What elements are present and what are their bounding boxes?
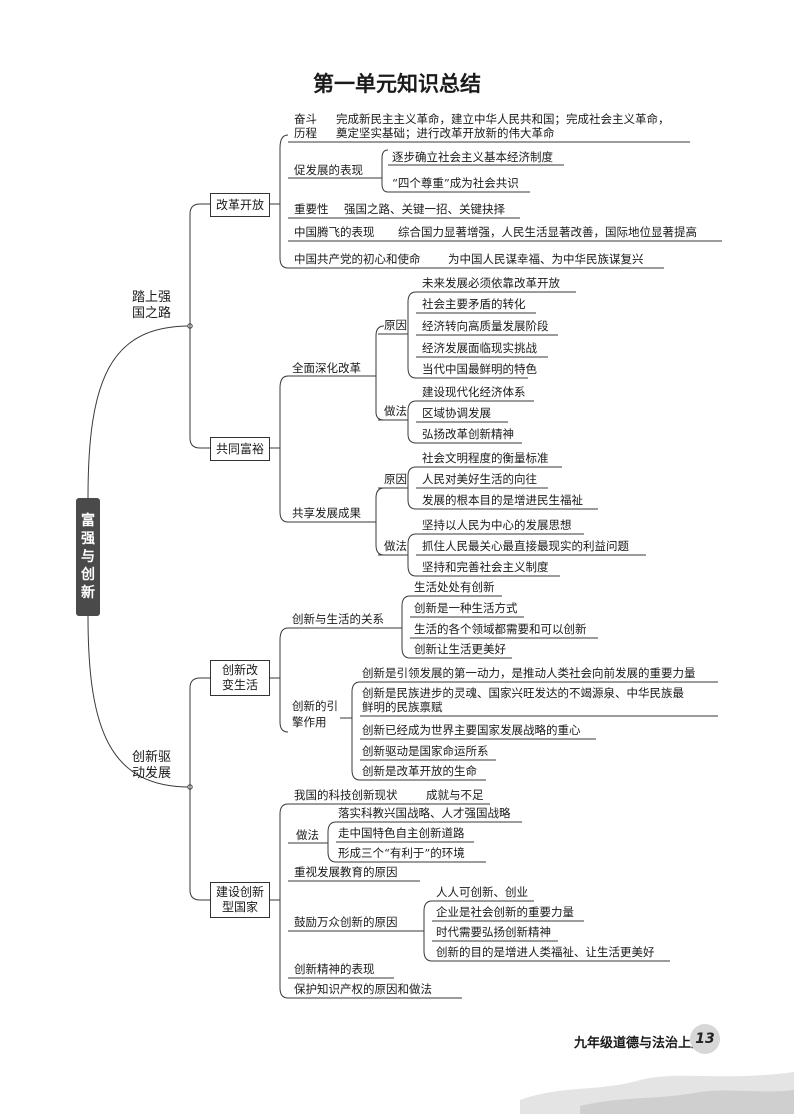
- list-item: 创新驱动是国家命运所系: [362, 744, 489, 758]
- list-item: 创新让生活更美好: [414, 642, 506, 656]
- list-item: 经济转向高质量发展阶段: [422, 319, 549, 333]
- list-item: 创新是引领发展的第一动力，是推动人类社会向前发展的重要力量: [362, 666, 696, 680]
- list-item: 建设现代化经济体系: [422, 385, 526, 399]
- list-item: 社会文明程度的衡量标准: [422, 451, 549, 465]
- list-item: 创新是民族进步的灵魂、国家兴旺发达的不竭源泉、中华民族最鲜明的民族禀赋: [362, 686, 684, 714]
- nation-method-label: 做法: [296, 828, 319, 842]
- branch-innovation-drive: 创新驱动发展: [132, 750, 172, 781]
- dev-item: 逐步确立社会主义基本经济制度: [392, 150, 553, 164]
- list-item: 当代中国最鲜明的特色: [422, 362, 537, 376]
- list-item: 生活的各个领域都需要和可以创新: [414, 622, 587, 636]
- list-item: 人民对美好生活的向往: [422, 472, 537, 486]
- importance-label: 重要性: [294, 202, 329, 216]
- party-text: 为中国人民谋幸福、为中华民族谋复兴: [448, 252, 644, 266]
- list-item: 坚持和完善社会主义制度: [422, 560, 549, 574]
- tech-status-text: 成就与不足: [426, 788, 484, 802]
- share-method-label: 做法: [384, 539, 407, 553]
- list-item: 形成三个“有利于”的环境: [338, 846, 465, 860]
- list-item: 人人可创新、创业: [436, 885, 528, 899]
- list-item: 经济发展面临现实挑战: [422, 341, 537, 355]
- node-innovative-nation: 建设创新型国家: [210, 882, 270, 918]
- education-reason: 重视发展教育的原因: [294, 865, 398, 879]
- rise-label: 中国腾飞的表现: [294, 225, 375, 239]
- dev-item: “四个尊重”成为社会共识: [392, 176, 519, 190]
- list-item: 生活处处有创新: [414, 580, 495, 594]
- list-item: 抓住人民最关心最直接最现实的利益问题: [422, 539, 629, 553]
- page-number: 13: [690, 1024, 720, 1054]
- list-item: 社会主要矛盾的转化: [422, 297, 526, 311]
- history-label: 奋斗历程: [294, 112, 317, 140]
- list-item: 企业是社会创新的重要力量: [436, 905, 574, 919]
- list-item: 时代需要弘扬创新精神: [436, 925, 551, 939]
- deepen-reform-label: 全面深化改革: [292, 361, 361, 375]
- list-item: 发展的根本目的是增进民生福祉: [422, 493, 583, 507]
- list-item: 区域协调发展: [422, 406, 491, 420]
- encourage-label: 鼓励万众创新的原因: [294, 915, 398, 929]
- importance-text: 强国之路、关键一招、关键抉择: [344, 202, 505, 216]
- party-label: 中国共产党的初心和使命: [294, 252, 421, 266]
- list-item: 创新是一种生活方式: [414, 601, 518, 615]
- list-item: 落实科教兴国战略、人才强国战略: [338, 806, 511, 820]
- book-title: 九年级道德与法治上册: [573, 1036, 704, 1051]
- branch-strong-nation: 踏上强国之路: [132, 290, 172, 321]
- deepen-reason-label: 原因: [384, 318, 407, 332]
- engine-role-label: 创新的引擎作用: [292, 699, 338, 729]
- node-innovation-life: 创新改变生活: [210, 660, 270, 696]
- page-title: 第一单元知识总结: [313, 72, 481, 96]
- history-text: 完成新民主主义革命，建立中华人民共和国；完成社会主义革命，奠定坚实基础；进行改革…: [336, 112, 670, 140]
- spirit-label: 创新精神的表现: [294, 962, 375, 976]
- relation-label: 创新与生活的关系: [292, 612, 384, 626]
- ip-label: 保护知识产权的原因和做法: [294, 982, 432, 996]
- share-results-label: 共享发展成果: [292, 506, 361, 520]
- share-reason-label: 原因: [384, 472, 407, 486]
- rise-text: 综合国力显著增强，人民生活显著改善，国际地位显著提高: [398, 225, 697, 239]
- list-item: 走中国特色自主创新道路: [338, 826, 465, 840]
- list-item: 坚持以人民为中心的发展思想: [422, 518, 572, 532]
- list-item: 创新的目的是增进人类福祉、让生活更美好: [436, 945, 655, 959]
- list-item: 弘扬改革创新精神: [422, 427, 514, 441]
- list-item: 未来发展必须依靠改革开放: [422, 276, 560, 290]
- node-reform-opening: 改革开放: [210, 193, 270, 217]
- dev-label: 促发展的表现: [294, 163, 363, 177]
- root-node: 富强与创新: [76, 498, 100, 616]
- deepen-method-label: 做法: [384, 404, 407, 418]
- node-common-prosperity: 共同富裕: [210, 437, 270, 461]
- list-item: 创新是改革开放的生命: [362, 764, 477, 778]
- list-item: 创新已经成为世界主要国家发展战略的重心: [362, 723, 581, 737]
- tech-status-label: 我国的科技创新现状: [294, 788, 398, 802]
